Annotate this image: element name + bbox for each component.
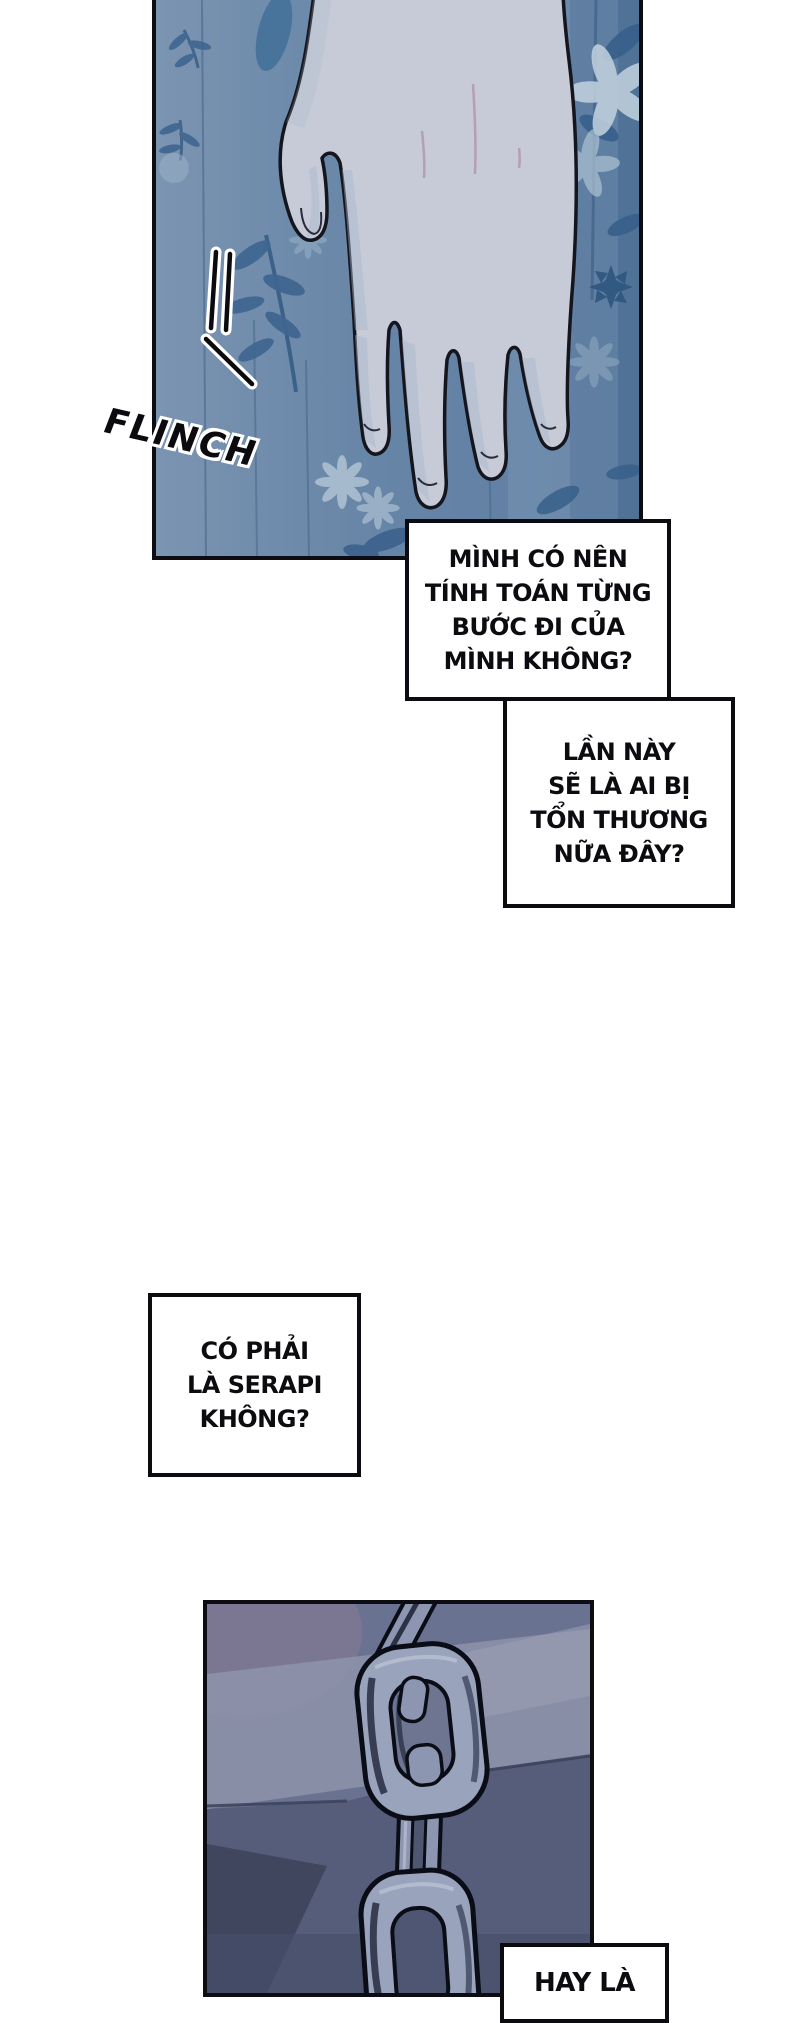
chain-link-front-2 bbox=[358, 1867, 483, 1993]
caption-box-3: CÓ PHẢI LÀ SERAPI KHÔNG? bbox=[148, 1293, 361, 1477]
panel-chain bbox=[203, 1600, 594, 1997]
chain-illustration bbox=[354, 1604, 490, 1993]
caption-line: HAY LÀ bbox=[534, 1968, 635, 1998]
chain-stub-top bbox=[397, 1675, 430, 1724]
fingertip-creases bbox=[300, 207, 557, 487]
caption-line: NỮA ĐÂY? bbox=[553, 839, 685, 868]
curtain-scene bbox=[156, 0, 639, 556]
hand-shading bbox=[286, 0, 551, 502]
curtain-flowers bbox=[156, 0, 639, 556]
thumb-nail bbox=[300, 207, 323, 236]
hand-outline bbox=[278, 0, 579, 510]
caption-box-2: LẦN NÀY SẼ LÀ AI BỊ TỔN THƯƠNG NỮA ĐÂY? bbox=[503, 697, 735, 908]
caption-line: MÌNH CÓ NÊN bbox=[448, 545, 628, 573]
sunflower-silhouette bbox=[589, 265, 633, 309]
chain-scene bbox=[207, 1604, 590, 1993]
hand-tendon-lines bbox=[420, 83, 521, 179]
caption-line: LÀ SERAPI bbox=[187, 1371, 322, 1399]
motion-lines-icon bbox=[200, 246, 258, 390]
lily-cluster-right bbox=[544, 23, 639, 388]
caption-line: TÍNH TOÁN TỪNG bbox=[424, 579, 652, 607]
caption-line: CÓ PHẢI bbox=[200, 1337, 309, 1365]
chain-stub-bottom bbox=[405, 1742, 444, 1787]
panel-curtain bbox=[152, 0, 643, 560]
caption-line: SẼ LÀ AI BỊ bbox=[548, 771, 690, 800]
branch-with-leaves bbox=[223, 221, 327, 393]
caption-line: TỔN THƯƠNG bbox=[530, 805, 708, 834]
hand-illustration bbox=[278, 0, 579, 510]
dandelion-flower bbox=[159, 153, 189, 183]
caption-box-4: HAY LÀ bbox=[500, 1943, 669, 2023]
caption-line: MÌNH KHÔNG? bbox=[443, 647, 633, 675]
caption-line: KHÔNG? bbox=[199, 1405, 310, 1433]
chain-link-front-1 bbox=[354, 1641, 490, 1821]
caption-box-1: MÌNH CÓ NÊN TÍNH TOÁN TỪNG BƯỚC ĐI CỦA M… bbox=[405, 519, 671, 701]
caption-line: BƯỚC ĐI CỦA bbox=[451, 613, 625, 641]
caption-line: LẦN NÀY bbox=[562, 737, 676, 766]
